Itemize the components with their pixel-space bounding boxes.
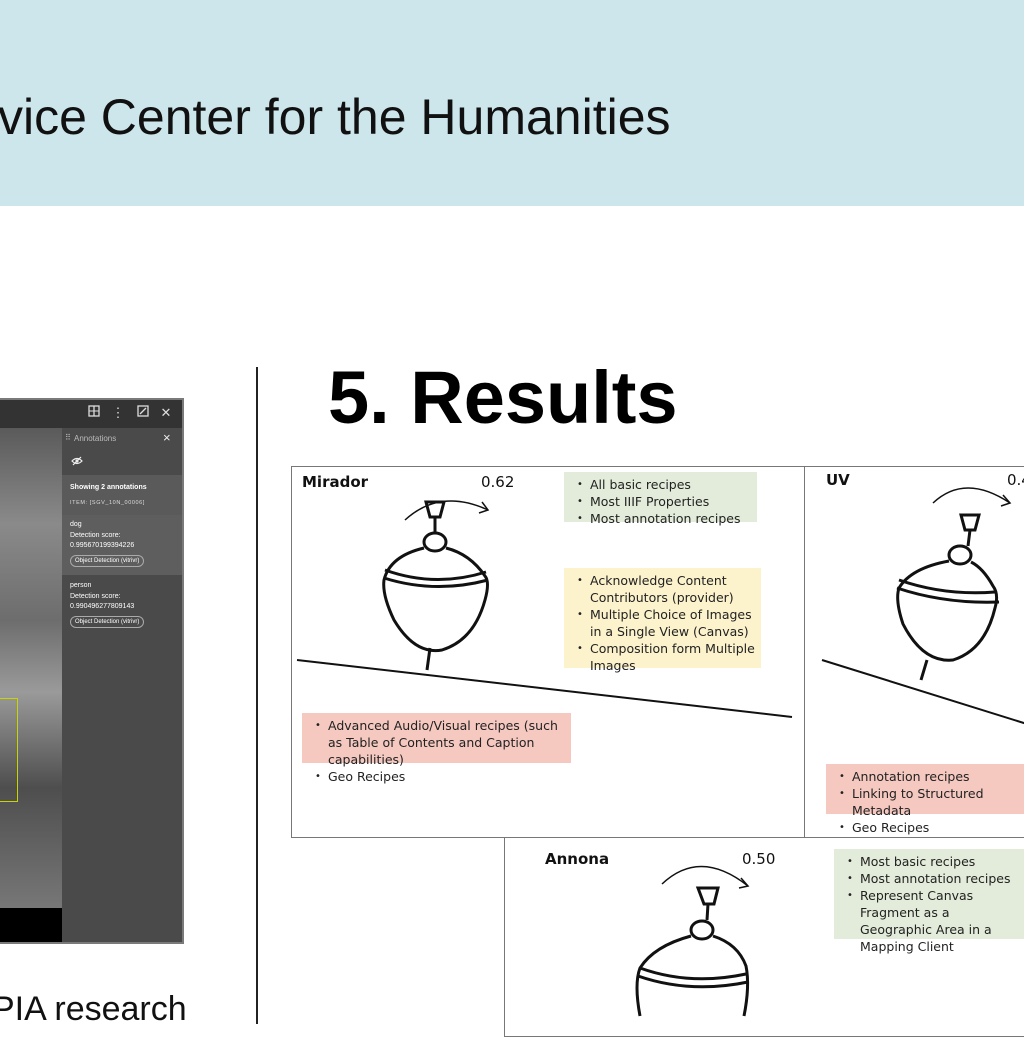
annotations-panel: ⠿ Annotations × Showing 2 annotations IT… (62, 428, 182, 942)
list-item: All basic recipes (577, 476, 757, 493)
header-banner: vice Center for the Humanities (0, 0, 1024, 206)
annona-label: Annona (545, 850, 610, 868)
uv-missing-list: Annotation recipes Linking to Structured… (826, 764, 1024, 836)
mirador-score: 0.62 (481, 473, 515, 491)
photo-canvas[interactable] (0, 428, 62, 908)
uv-label: UV (826, 471, 850, 489)
annotation-tag[interactable]: Object Detection (vitrivr) (70, 555, 145, 567)
annotation-tag[interactable]: Object Detection (vitrivr) (70, 616, 145, 628)
drag-handle-icon[interactable]: ⠿ (65, 433, 71, 442)
annotations-panel-header: ⠿ Annotations × (62, 428, 182, 450)
more-options-icon[interactable]: ⋮ (111, 405, 125, 420)
list-item: Most basic recipes (847, 853, 1024, 870)
column-divider (256, 367, 258, 1024)
annona-supported-list: Most basic recipes Most annotation recip… (834, 849, 1024, 954)
annotations-summary: Showing 2 annotations ITEM: [SGV_10N_000… (62, 475, 182, 515)
mirador-label: Mirador (302, 473, 369, 491)
banner-title: vice Center for the Humanities (0, 89, 671, 145)
book-view-icon[interactable] (86, 405, 102, 421)
item-id: ITEM: [SGV_10N_00006] (70, 500, 145, 506)
annotation-score: 0.995670199394226 (70, 542, 135, 549)
annotations-panel-title: Annotations (74, 434, 117, 443)
list-item: Acknowledge Content Contributors (provid… (577, 572, 761, 606)
spinning-top-illustration (635, 865, 750, 1017)
annotation-score: 0.990496277809143 (70, 603, 135, 610)
section-title: 5. Results (328, 356, 678, 439)
list-item: Geo Recipes (839, 819, 1024, 836)
viewer-toolbar: ⋮ ✕ (0, 400, 182, 428)
mirador-supported-list: All basic recipes Most IIIF Properties M… (564, 472, 757, 527)
mirador-partial-list: Acknowledge Content Contributors (provid… (564, 568, 761, 673)
annotation-score-label: Detection score: (70, 532, 121, 539)
list-item: Most IIIF Properties (577, 493, 757, 510)
list-item: Annotation recipes (839, 768, 1024, 785)
canvas-footer (0, 908, 62, 942)
spinning-top-illustration (821, 487, 1024, 725)
list-item: Represent Canvas Fragment as a Geographi… (847, 887, 1024, 955)
annotation-item[interactable]: dog Detection score: 0.995670199394226 O… (62, 515, 182, 575)
list-item: Composition form Multiple Images (577, 640, 761, 674)
annotations-count: Showing 2 annotations (70, 484, 147, 491)
annotation-label: dog (70, 521, 82, 528)
list-item: Geo Recipes (315, 768, 571, 785)
mirador-missing-list: Advanced Audio/Visual recipes (such as T… (302, 713, 571, 785)
list-item: Advanced Audio/Visual recipes (such as T… (315, 717, 571, 768)
spinning-top-illustration (296, 500, 793, 718)
caption-text: PIA research (0, 990, 187, 1028)
list-item: Multiple Choice of Images in a Single Vi… (577, 606, 761, 640)
viewer-screenshot: ⋮ ✕ ⠿ Annotations × Showing 2 annotation… (0, 398, 184, 944)
annotation-item[interactable]: person Detection score: 0.99049627780914… (62, 576, 182, 636)
annona-score: 0.50 (742, 850, 776, 868)
list-item: Most annotation recipes (847, 870, 1024, 887)
annotation-label: person (70, 582, 92, 589)
list-item: Most annotation recipes (577, 510, 757, 527)
uv-score: 0.4 (1007, 471, 1024, 489)
close-window-icon[interactable]: ✕ (160, 405, 172, 420)
hide-annotations-icon[interactable] (71, 456, 83, 469)
maximize-icon[interactable] (135, 405, 151, 421)
list-item: Linking to Structured Metadata (839, 785, 1024, 819)
detection-box[interactable] (0, 698, 18, 802)
close-panel-icon[interactable]: × (163, 430, 171, 445)
annotation-score-label: Detection score: (70, 593, 121, 600)
